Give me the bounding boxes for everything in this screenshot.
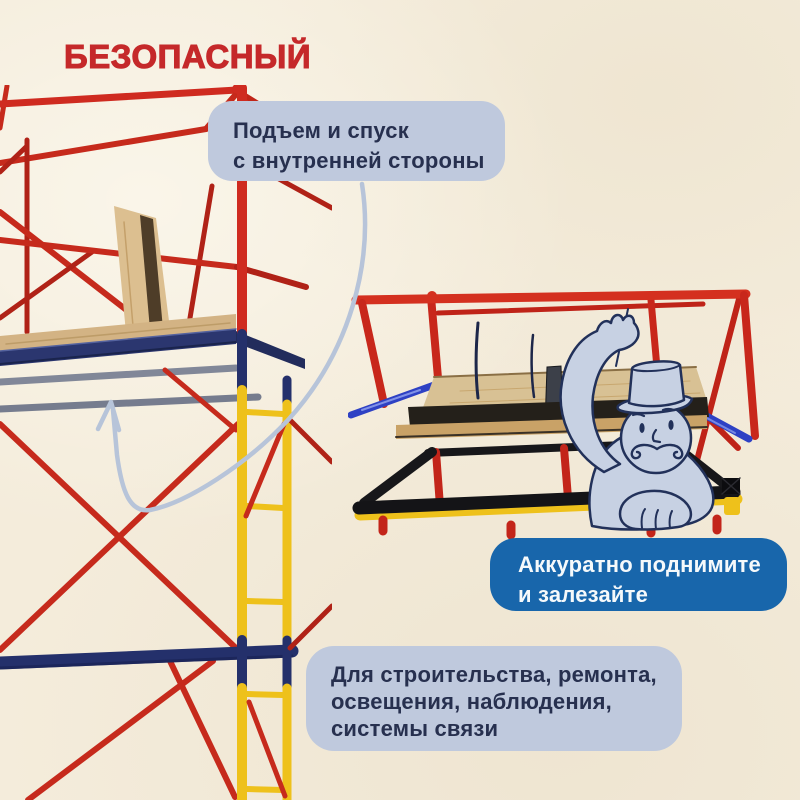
scaffold-tower-photo (0, 85, 332, 800)
scaffold-platform-photo (348, 289, 759, 540)
base-beam (0, 644, 299, 670)
mascot-eye-left (639, 423, 645, 433)
cross-braces (0, 421, 241, 800)
page-title: БЕЗОПАСНЫЙ (63, 38, 312, 75)
mascot-nose (651, 428, 662, 444)
callout-line: Для строительства, ремонта, (331, 662, 657, 687)
callout-line: с внутренней стороны (233, 148, 485, 173)
callout-line: Аккуратно поднимите (518, 552, 761, 577)
mascot-brows (631, 407, 676, 418)
callout-use-cases: Для строительства, ремонта, освещения, н… (306, 646, 682, 751)
mascot-hat-crown (627, 360, 686, 408)
callout-line: и залезайте (518, 582, 649, 607)
callout-climb-carefully: Аккуратно поднимите и залезайте (490, 538, 787, 611)
platform-deck (0, 314, 305, 369)
callout-inner-climb: Подъем и спуск с внутренней стороны (208, 101, 505, 181)
mascot-paw (618, 489, 693, 531)
mascot-hat-top-line (631, 364, 681, 373)
callout-line: Подъем и спуск (233, 118, 409, 143)
mascot-eye-right (668, 420, 674, 430)
mascot-mustache (630, 443, 684, 460)
callout-line: освещения, наблюдения, (331, 689, 612, 714)
mascot-gentleman (559, 308, 715, 531)
callout-line: системы связи (331, 716, 499, 741)
mascot-claws (640, 508, 673, 530)
under-deck-beams (0, 364, 262, 433)
mascot-arm (559, 313, 640, 474)
